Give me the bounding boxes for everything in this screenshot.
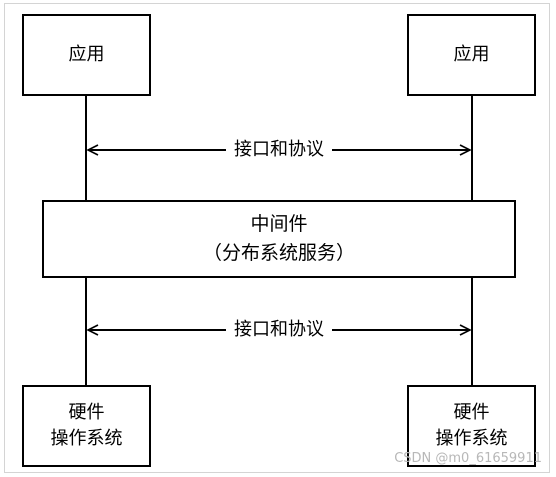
application-box-left: 应用 (22, 14, 151, 96)
hardware-label-right: 硬件 (453, 402, 490, 423)
middleware-box: 中间件 （分布系统服务） (42, 200, 516, 278)
hardware-os-box-left: 硬件 操作系统 (22, 385, 151, 467)
middleware-subtitle: （分布系统服务） (202, 242, 355, 264)
middleware-title: 中间件 (250, 213, 308, 235)
interface-protocol-label-lower: 接口和协议 (226, 318, 332, 342)
hardware-os-box-right: 硬件 操作系统 (407, 385, 536, 467)
os-label-left: 操作系统 (50, 428, 123, 449)
hardware-label-left: 硬件 (68, 402, 105, 423)
image-frame (4, 3, 550, 473)
application-label-left: 应用 (68, 44, 105, 65)
interface-protocol-label-upper: 接口和协议 (226, 138, 332, 162)
csdn-watermark: CSDN @m0_61659911 (394, 451, 542, 466)
os-label-right: 操作系统 (435, 428, 508, 449)
application-label-right: 应用 (453, 44, 490, 65)
application-box-right: 应用 (407, 14, 536, 96)
